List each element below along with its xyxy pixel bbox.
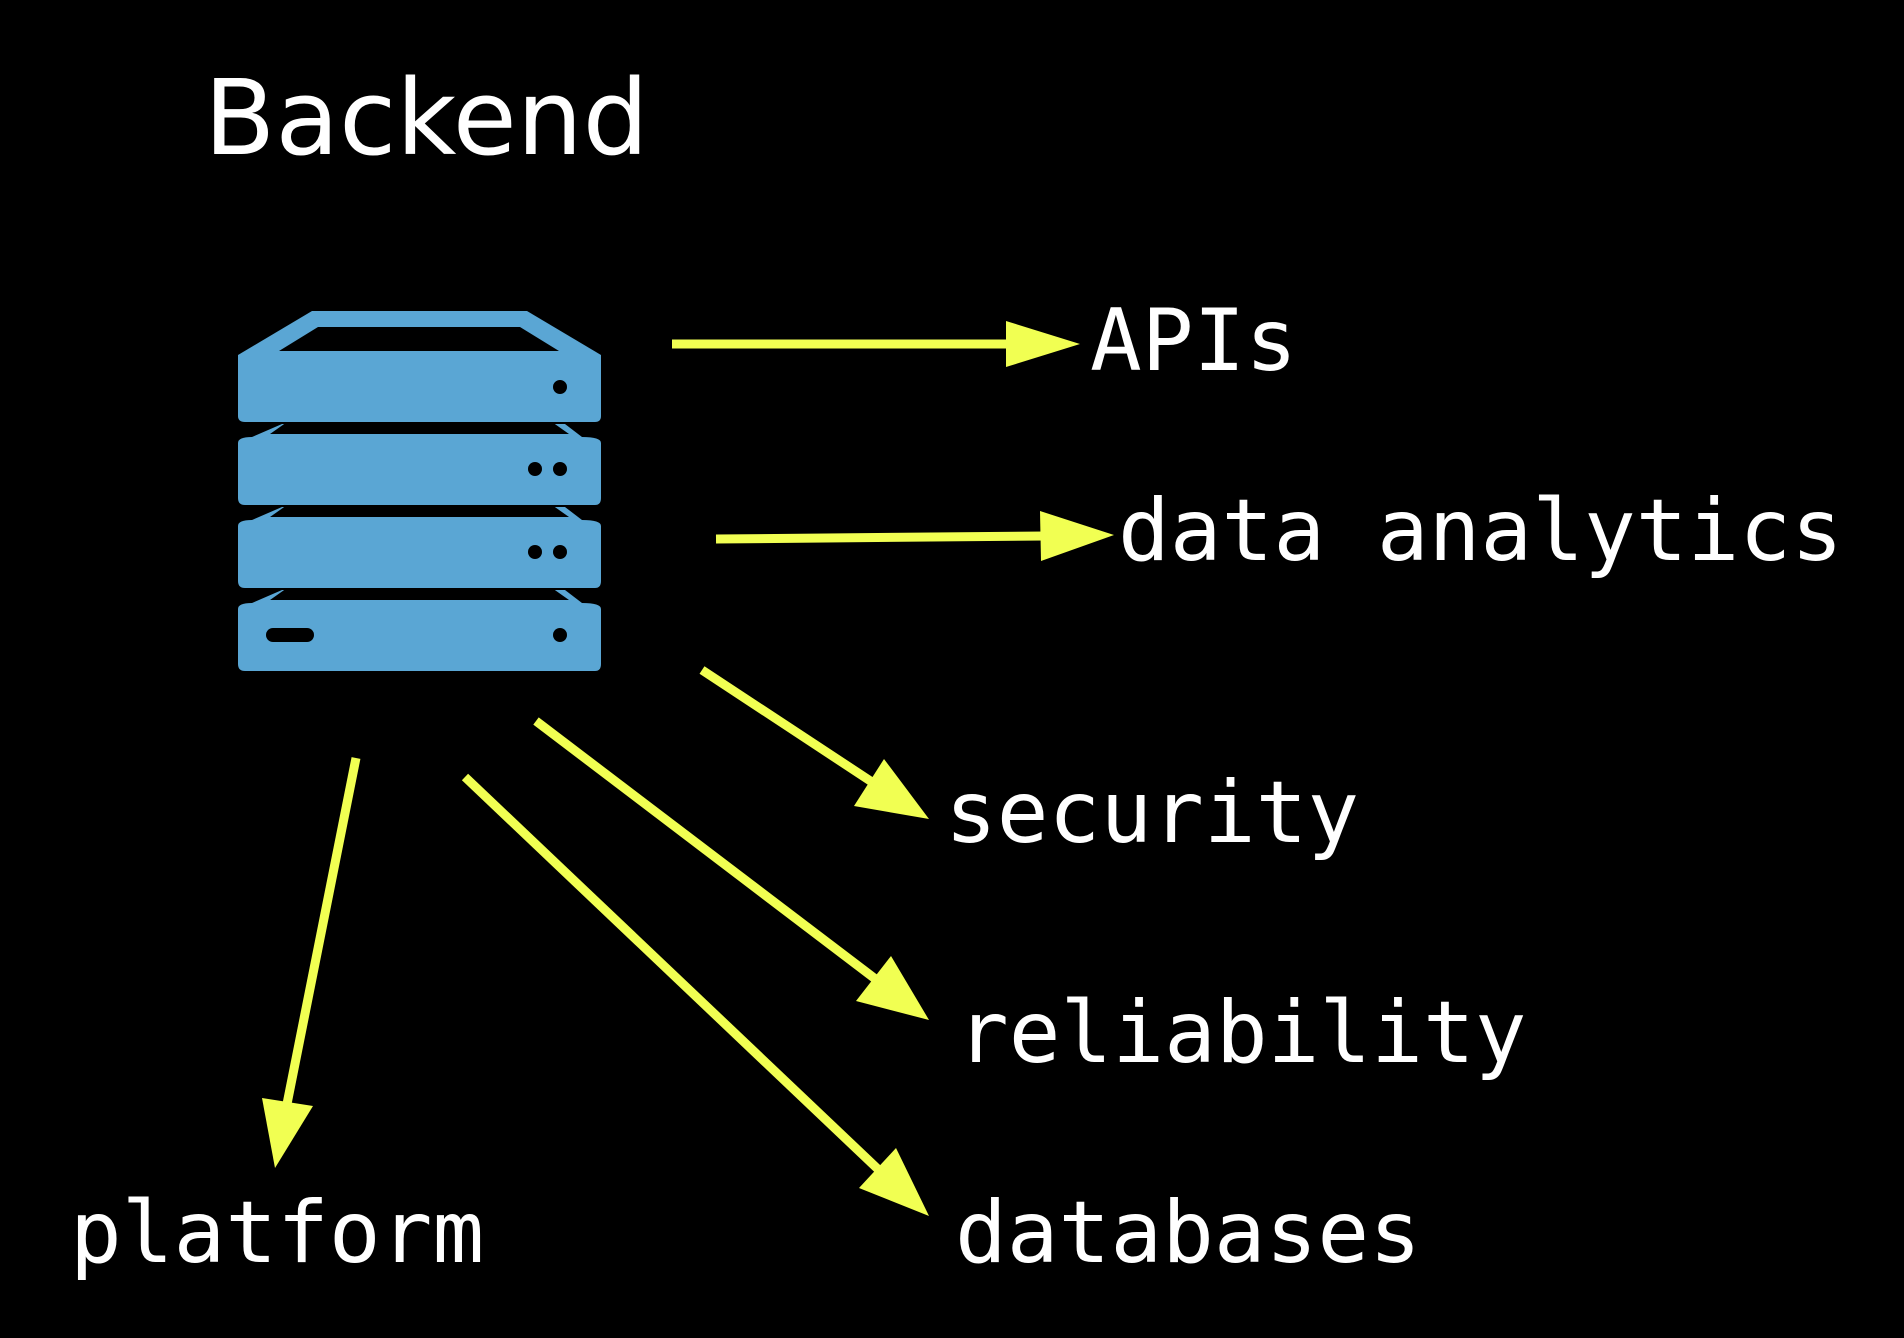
arrow-to-apis	[672, 321, 1080, 367]
arrow-to-reliability	[533, 717, 929, 1020]
label-security: security	[945, 763, 1360, 863]
label-platform: platform	[70, 1183, 485, 1283]
label-apis: APIs	[1090, 291, 1298, 391]
server-rack-icon	[238, 311, 601, 671]
arrow-to-platform	[262, 757, 361, 1168]
label-reliability: reliability	[957, 983, 1527, 1083]
diagram-title: Backend	[204, 57, 649, 179]
arrow-to-databases	[461, 773, 929, 1216]
arrow-to-data-analytics	[715, 511, 1114, 561]
label-databases: databases	[955, 1183, 1421, 1283]
server-rack-details	[266, 327, 569, 642]
label-data-analytics: data analytics	[1118, 481, 1843, 581]
arrow-to-security	[699, 666, 929, 819]
